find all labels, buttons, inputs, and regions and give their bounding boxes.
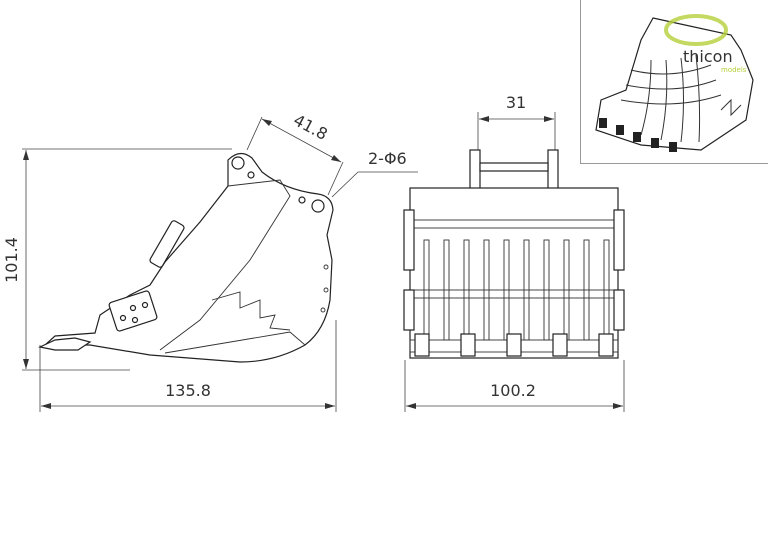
bucket-tooth	[552, 333, 568, 357]
length-dimension: 135.8	[165, 381, 211, 400]
overall-width-dimension: 100.2	[490, 381, 536, 400]
pin-distance-dimension: 41.8	[290, 110, 330, 144]
height-dimension: 101.4	[2, 237, 21, 283]
bucket-tooth	[460, 333, 476, 357]
grate-bar	[583, 239, 590, 341]
front-view: 31 100.2	[403, 93, 625, 412]
grate-bar	[483, 239, 490, 341]
bucket-tooth	[598, 333, 614, 357]
mount-width-dimension: 31	[506, 93, 526, 112]
side-view: 101.4 135.8 41.8 2-Φ6	[2, 110, 418, 412]
isometric-bucket-image: thicon models	[595, 14, 754, 152]
logo-subtext: models	[721, 66, 747, 74]
pin-hole-note: 2-Φ6	[368, 149, 407, 168]
grate-bar	[443, 239, 450, 341]
bucket-tooth	[414, 333, 430, 357]
bucket-tooth	[506, 333, 522, 357]
grate-bar	[523, 239, 530, 341]
logo-text: thicon	[683, 47, 733, 66]
isometric-preview-inset: thicon models	[580, 0, 768, 164]
grate-bar	[543, 239, 550, 341]
